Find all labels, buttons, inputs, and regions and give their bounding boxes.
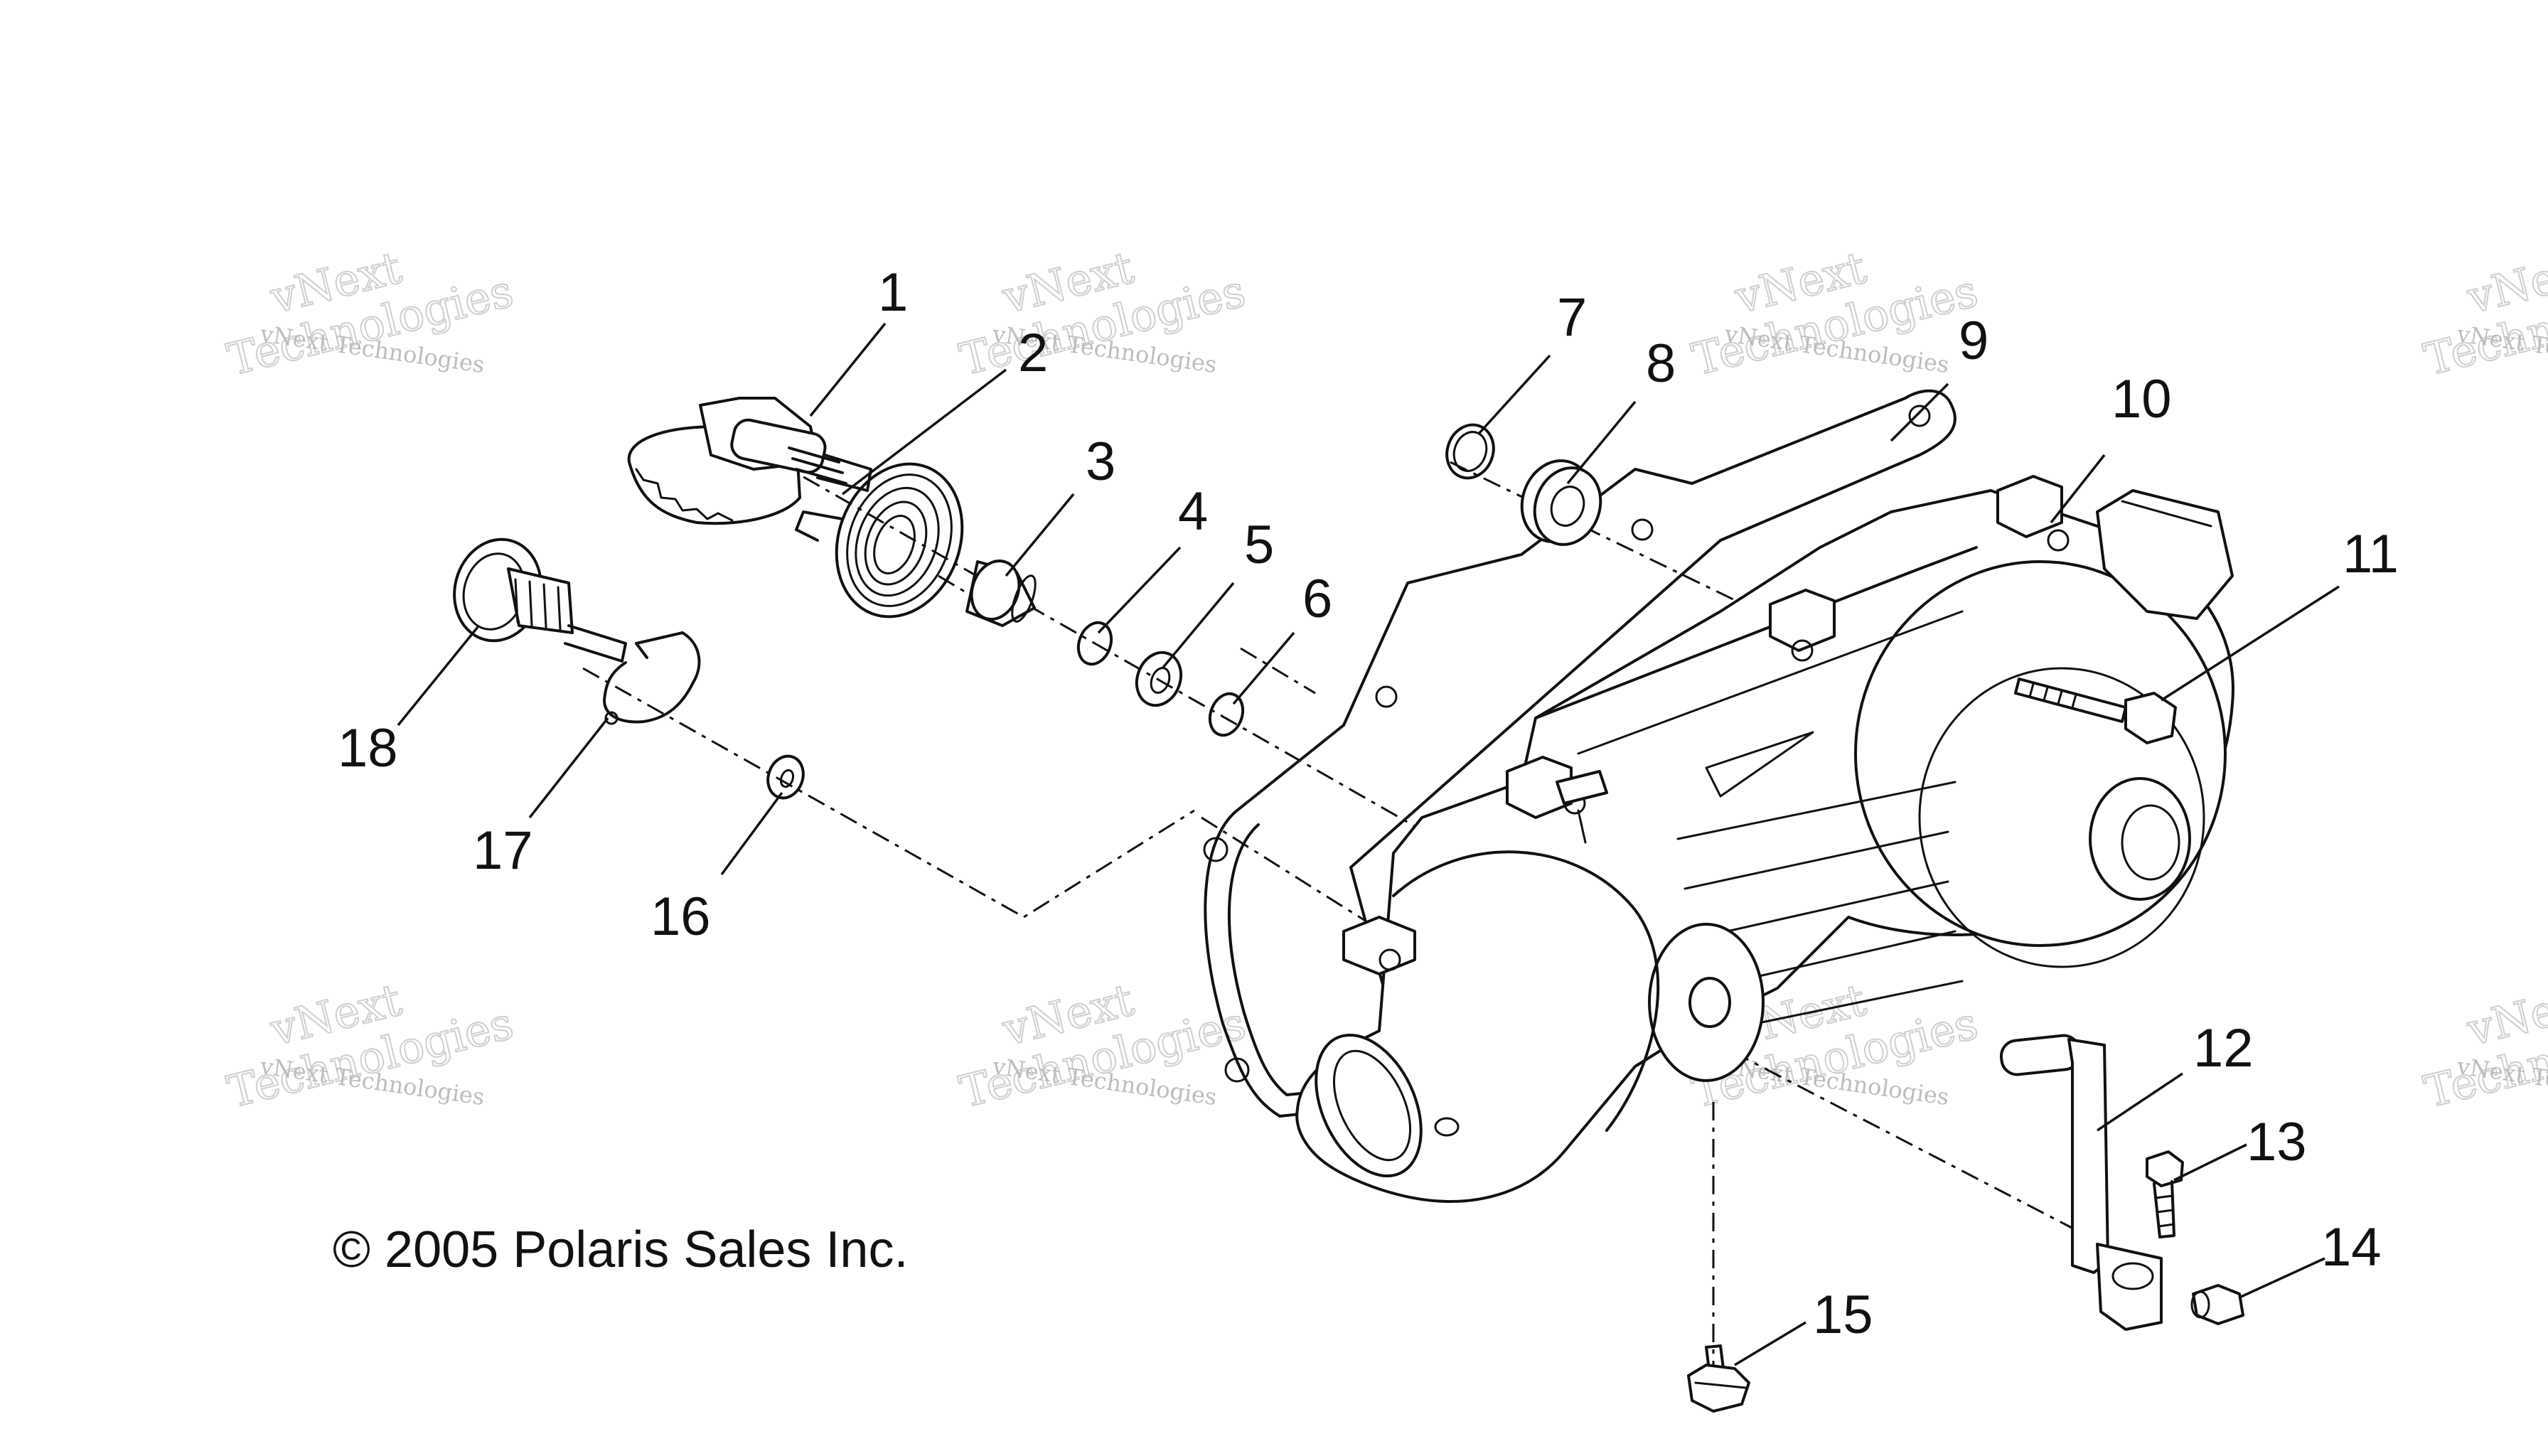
- starter-drive: [453, 537, 627, 663]
- cover-bolt: [2014, 678, 2177, 744]
- gasket: [1203, 389, 1956, 1118]
- bushing: [965, 560, 1037, 627]
- washers: [1076, 621, 1245, 737]
- assembly-axes: [582, 457, 2077, 1372]
- callout-11: 11: [2343, 524, 2399, 584]
- callout-numbers: 1 2 3 4 5 6 7 8 9 10 11 12 13 14 15 16 1…: [338, 262, 2399, 1345]
- callout-17: 17: [473, 820, 533, 881]
- callout-12: 12: [2193, 1018, 2254, 1078]
- clutch-cover: [1295, 475, 2234, 1203]
- callout-9: 9: [1959, 311, 1988, 371]
- callout-14: 14: [2321, 1217, 2382, 1278]
- kick-starter-shaft: [627, 397, 872, 525]
- snap-ring: [1445, 423, 1495, 480]
- callout-7: 7: [1557, 287, 1587, 348]
- bearing: [1520, 459, 1602, 546]
- washer-small: [766, 754, 805, 800]
- lever-screw: [2146, 1150, 2184, 1238]
- callout-4: 4: [1178, 481, 1208, 542]
- callout-10: 10: [2111, 369, 2172, 429]
- callout-8: 8: [1646, 333, 1676, 394]
- cap: [2190, 1284, 2244, 1325]
- callout-2: 2: [1018, 323, 1048, 383]
- retainer-clip: [603, 631, 701, 725]
- drain-bolt: [1687, 1344, 1750, 1413]
- callout-13: 13: [2247, 1112, 2307, 1172]
- callout-1: 1: [878, 262, 908, 323]
- recoil-spring: [795, 462, 964, 619]
- callout-15: 15: [1813, 1285, 1873, 1345]
- kick-lever: [1999, 1034, 2163, 1331]
- callout-18: 18: [338, 718, 398, 778]
- callout-5: 5: [1244, 515, 1274, 575]
- callout-6: 6: [1302, 569, 1332, 629]
- leader-lines: [397, 322, 2340, 1366]
- copyright-notice: © 2005 Polaris Sales Inc.: [333, 1221, 909, 1278]
- callout-16: 16: [651, 887, 711, 947]
- callout-3: 3: [1086, 432, 1115, 492]
